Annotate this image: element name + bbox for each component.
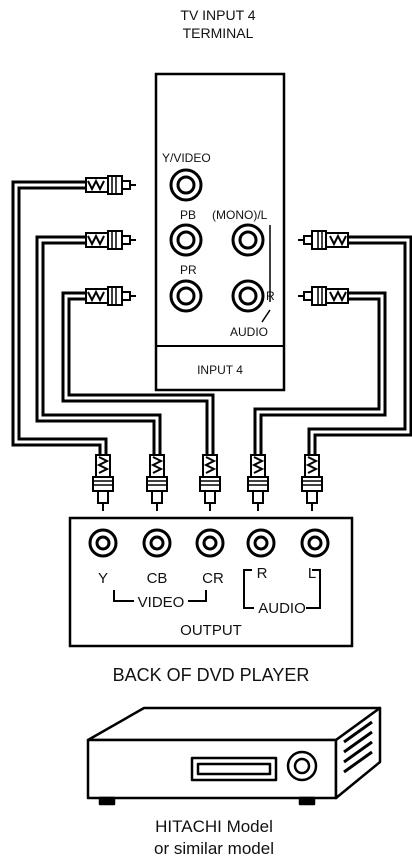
tv-input-panel: Y/VIDEO PB (MONO)/L PR R AUDIO INPUT 4	[154, 72, 286, 392]
header-line1: TV INPUT 4	[180, 7, 255, 23]
tv-jack-audio-l	[231, 223, 265, 257]
caption-back-of-dvd: BACK OF DVD PLAYER	[113, 665, 310, 685]
label-dvd-output: OUTPUT	[180, 622, 242, 639]
plug-icon-dvd-l	[301, 454, 323, 512]
plug-icon-dvd-cr	[199, 454, 221, 512]
label-dvd-video: VIDEO	[138, 594, 185, 611]
dvd-output-panel: Y CB CR R L VIDEO AUDIO OUTPUT	[68, 516, 354, 648]
dvd-player-icon	[86, 706, 382, 806]
plug-icon-audio-r	[297, 286, 349, 306]
label-pb: PB	[180, 208, 196, 222]
dvd-jack-cr	[195, 528, 225, 558]
plug-icon-y	[85, 175, 137, 195]
tv-jack-pb	[169, 223, 203, 257]
label-dvd-r: R	[257, 565, 268, 582]
plug-icon-dvd-y	[92, 454, 114, 512]
label-dvd-y: Y	[98, 570, 108, 587]
caption-model-line1: HITACHI Model	[155, 817, 273, 836]
tv-jack-audio-r	[231, 279, 265, 313]
tv-jack-pr	[169, 279, 203, 313]
dvd-jack-cb	[142, 528, 172, 558]
label-y-video: Y/VIDEO	[162, 151, 211, 165]
caption-model-line2: or similar model	[154, 839, 274, 858]
label-mono-l: (MONO)/L	[212, 208, 268, 222]
tv-jack-y	[169, 168, 203, 202]
label-tv-audio: AUDIO	[230, 325, 268, 339]
label-dvd-audio: AUDIO	[258, 600, 306, 617]
dvd-jack-l	[300, 528, 330, 558]
label-dvd-cb: CB	[147, 570, 168, 587]
plug-icon-pb	[85, 230, 137, 250]
plug-icon-audio-l	[297, 230, 349, 250]
plug-icon-dvd-cb	[146, 454, 168, 512]
label-pr: PR	[180, 263, 197, 277]
dvd-jack-r	[246, 528, 276, 558]
dvd-jack-y	[88, 528, 118, 558]
label-dvd-l: L	[308, 565, 316, 582]
label-input-4: INPUT 4	[197, 363, 243, 377]
header-line2: TERMINAL	[183, 25, 254, 41]
plug-icon-pr	[85, 286, 137, 306]
cables	[11, 180, 412, 465]
label-dvd-cr: CR	[202, 570, 224, 587]
plug-icon-dvd-r	[247, 454, 269, 512]
